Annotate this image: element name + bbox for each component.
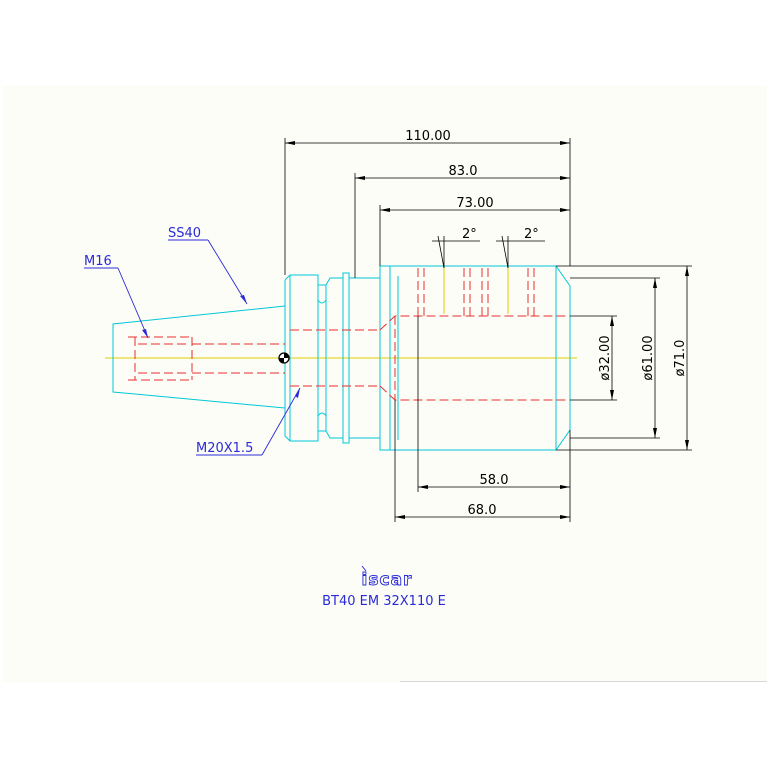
callout-taper-label: SS40 [168,226,201,241]
gauge-point-icon [278,352,290,364]
screw-axes [443,268,509,314]
part-number: BT40 EM 32X110 E [322,594,446,609]
drawing-sheet [2,86,767,682]
sheet-border-line [400,681,767,682]
dim-flange-diameter: ø71.0 [673,340,688,377]
tool-outline [112,265,571,451]
callout-arrowheads [142,295,300,398]
dim-overall-length: 110.00 [405,129,451,144]
dim-bore-depth: 58.0 [480,473,509,488]
logo-text: iscar [362,570,413,590]
dim-bore-diameter: ø32.00 [598,335,613,380]
dim-head-length: 73.00 [456,196,493,211]
iscar-logo: iscar [361,565,413,590]
dim-angle-left: 2° [462,227,477,242]
dim-clamp-length: 68.0 [468,503,497,518]
callout-leaders [84,239,301,456]
dimension-lines [284,138,692,522]
dim-head-diameter: ø61.00 [641,335,656,380]
dimension-arrowheads [285,141,689,519]
callout-coolant-thread-label: M20X1.5 [196,441,253,456]
callout-pull-stud-label: M16 [84,254,112,269]
hidden-lines [128,268,570,401]
dim-angle-right: 2° [524,227,539,242]
dim-flange-to-end: 83.0 [449,164,478,179]
